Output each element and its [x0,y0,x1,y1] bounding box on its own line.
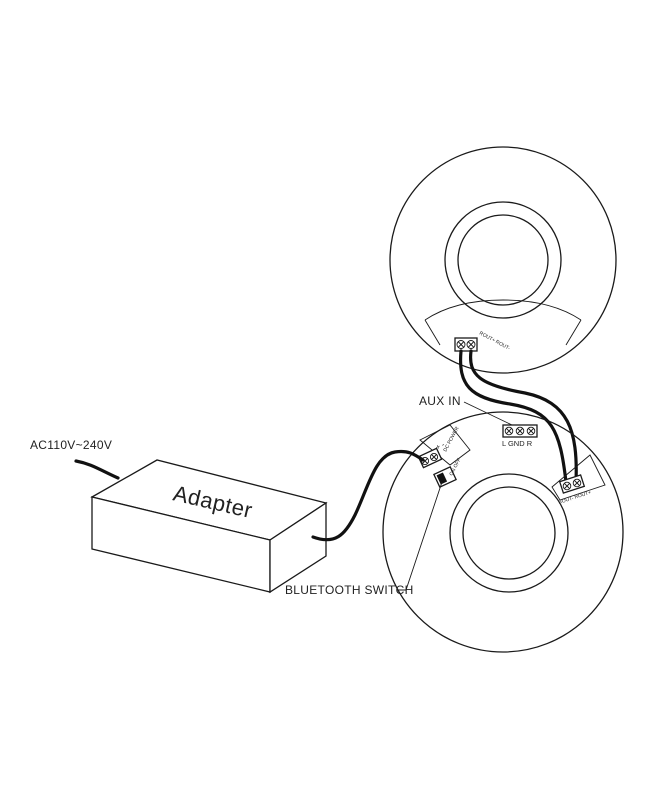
dc-polarity-label: + - [434,440,446,452]
speaker-cable-wire-2 [468,349,578,484]
top-speaker: ROUT+ ROUT- [389,146,617,374]
bottom-speaker-driver-cone [462,486,556,580]
top-speaker-rout-label: ROUT+ ROUT- [478,330,511,351]
bottom-speaker-outer-ring [382,411,624,653]
aux-in-screw-terminal-gnd [515,426,525,436]
adapter-side-face [269,501,327,594]
dc-power-label: DC POWER [442,425,460,452]
rout-screw-terminal-1 [562,481,572,491]
top-speaker-driver-ring [444,201,562,319]
rout-screw-terminal-2 [572,478,582,488]
speaker-cable-wire-1 [458,349,568,484]
bluetooth-switch-label: BLUETOOTH SWITCH [285,583,414,597]
dc-power-cable [311,449,425,542]
bluetooth-switch-slider[interactable] [436,472,448,485]
top-speaker-terminal-block [454,337,478,352]
ac-input-cable [74,459,120,480]
top-speaker-screw-terminal-2 [466,340,476,349]
top-speaker-terminal-panel [424,299,582,321]
dc-power-terminal-block [417,447,443,469]
power-adapter: Adapter [90,459,328,594]
aux-in-screw-terminal-l [504,426,514,436]
dc-power-screw-terminal-2 [429,452,439,462]
aux-in-screw-terminal-r [526,426,536,436]
bottom-speaker-driver-ring [449,473,569,593]
rout-panel [551,454,606,501]
top-speaker-panel-edge-left [424,319,441,346]
top-speaker-screw-terminal-1 [456,340,466,349]
bluetooth-switch[interactable] [433,465,457,489]
aux-in-label: AUX IN [419,394,461,408]
bottom-speaker: + - DC POWER ON OFF L GND R [382,411,624,653]
top-speaker-panel-edge-right [565,319,582,346]
ac-input-label: AC110V~240V [30,438,112,452]
top-speaker-outer-ring [389,146,617,374]
aux-in-leader-line [463,401,513,426]
bluetooth-switch-leader-line [398,481,443,591]
top-speaker-driver-cone [457,214,549,306]
speaker-cable [458,349,578,484]
aux-in-terminal-label: L GND R [502,439,533,448]
